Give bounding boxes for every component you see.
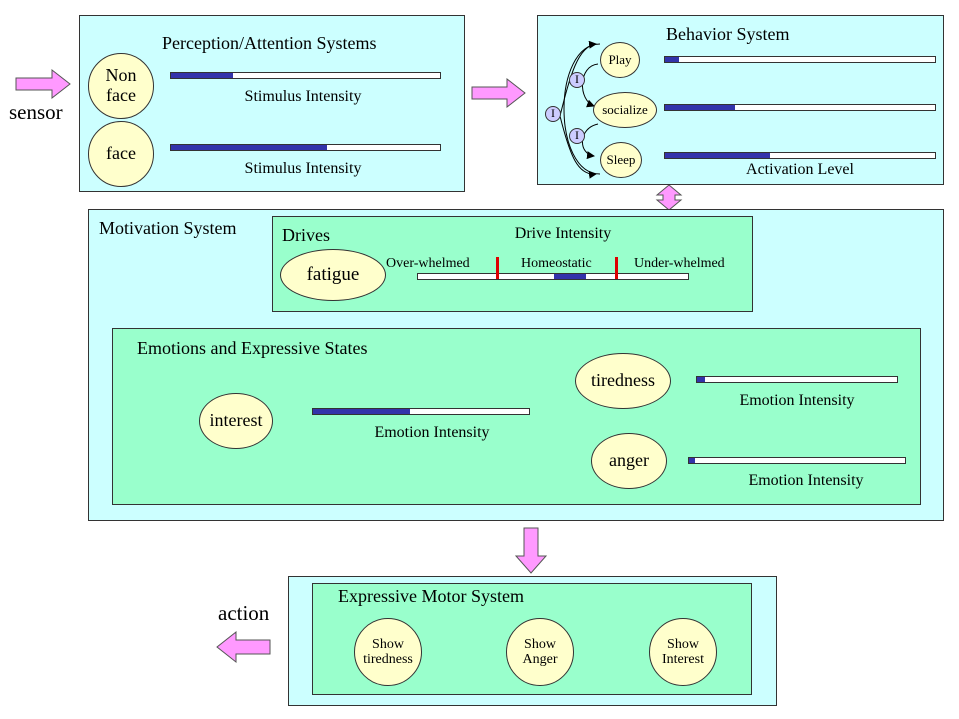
emotions-box: Emotions and Expressive States interest … bbox=[112, 328, 921, 505]
perception-system-box: Perception/Attention Systems Non face St… bbox=[79, 15, 465, 192]
emotion-interest-fill bbox=[313, 409, 411, 414]
drives-title: Drives bbox=[282, 225, 330, 245]
inhibit-node-play-socialize: I bbox=[569, 72, 585, 88]
drives-box: Drives Drive Intensity fatigue Over-whel… bbox=[272, 216, 753, 312]
emotion-interest-bar-label: Emotion Intensity bbox=[374, 424, 490, 441]
motor-show-tiredness-node: Show tiredness bbox=[354, 618, 422, 686]
behavior-play-fill bbox=[665, 57, 679, 62]
drive-region-overwhelmed: Over-whelmed bbox=[386, 256, 470, 271]
emotion-tiredness-fill bbox=[697, 377, 705, 382]
behavior-play-bar bbox=[664, 56, 936, 63]
behavior-title: Behavior System bbox=[666, 24, 790, 44]
drive-threshold-low bbox=[496, 257, 499, 279]
drive-region-underwhelmed: Under-whelmed bbox=[634, 256, 725, 271]
percept-face-fill bbox=[171, 145, 328, 150]
emotion-anger-node: anger bbox=[591, 433, 667, 489]
emotion-anger-fill bbox=[689, 458, 696, 463]
behavior-system-box: Behavior System I I I Play socialize Sle… bbox=[537, 15, 944, 185]
drive-intensity-title: Drive Intensity bbox=[514, 225, 612, 242]
percept-face-bar-label: Stimulus Intensity bbox=[244, 160, 362, 177]
inhibit-node-socialize-sleep: I bbox=[569, 128, 585, 144]
behavior-sleep-node: Sleep bbox=[600, 142, 642, 178]
action-label: action bbox=[218, 601, 270, 625]
percept-nonface-bar bbox=[170, 72, 441, 79]
emotion-interest-bar bbox=[312, 408, 530, 415]
behavior-motivation-arrow bbox=[655, 184, 683, 211]
activation-level-label: Activation Level bbox=[746, 161, 854, 178]
motor-show-interest-node: Show Interest bbox=[649, 618, 717, 686]
emotion-tiredness-bar-label: Emotion Intensity bbox=[739, 392, 855, 409]
drive-threshold-high bbox=[615, 257, 618, 279]
emotion-tiredness-node: tiredness bbox=[575, 353, 671, 409]
behavior-socialize-bar bbox=[664, 104, 936, 111]
drive-intensity-bar bbox=[417, 273, 689, 280]
behavior-socialize-node: socialize bbox=[593, 92, 657, 128]
behavior-socialize-fill bbox=[665, 105, 736, 110]
emotion-interest-node: interest bbox=[199, 393, 273, 449]
drive-region-homeostatic: Homeostatic bbox=[521, 256, 592, 271]
sensor-label: sensor bbox=[9, 100, 63, 124]
drive-fatigue-node: fatigue bbox=[280, 249, 386, 301]
inhibit-node-outer: I bbox=[545, 106, 561, 122]
drive-homeostatic-marker bbox=[554, 274, 586, 279]
motor-system-box: Expressive Motor System Show tiredness S… bbox=[312, 583, 752, 695]
motor-show-anger-node: Show Anger bbox=[506, 618, 574, 686]
percept-face-node: face bbox=[88, 121, 154, 187]
behavior-sleep-fill bbox=[665, 153, 771, 158]
perception-to-behavior-arrow bbox=[471, 77, 526, 109]
perception-title: Perception/Attention Systems bbox=[162, 33, 377, 53]
emotion-tiredness-bar bbox=[696, 376, 898, 383]
motivation-title: Motivation System bbox=[99, 218, 237, 238]
emotion-anger-bar bbox=[688, 457, 906, 464]
emotions-title: Emotions and Expressive States bbox=[137, 338, 368, 358]
behavior-sleep-bar bbox=[664, 152, 936, 159]
action-arrow bbox=[216, 630, 271, 664]
percept-nonface-bar-label: Stimulus Intensity bbox=[244, 88, 362, 105]
percept-nonface-node: Non face bbox=[88, 53, 154, 119]
percept-nonface-fill bbox=[171, 73, 233, 78]
behavior-play-node: Play bbox=[600, 42, 640, 78]
motor-title: Expressive Motor System bbox=[338, 586, 524, 606]
sensor-arrow bbox=[15, 68, 71, 100]
emotion-anger-bar-label: Emotion Intensity bbox=[748, 472, 864, 489]
percept-face-bar bbox=[170, 144, 441, 151]
motivation-to-motor-arrow bbox=[514, 527, 548, 574]
